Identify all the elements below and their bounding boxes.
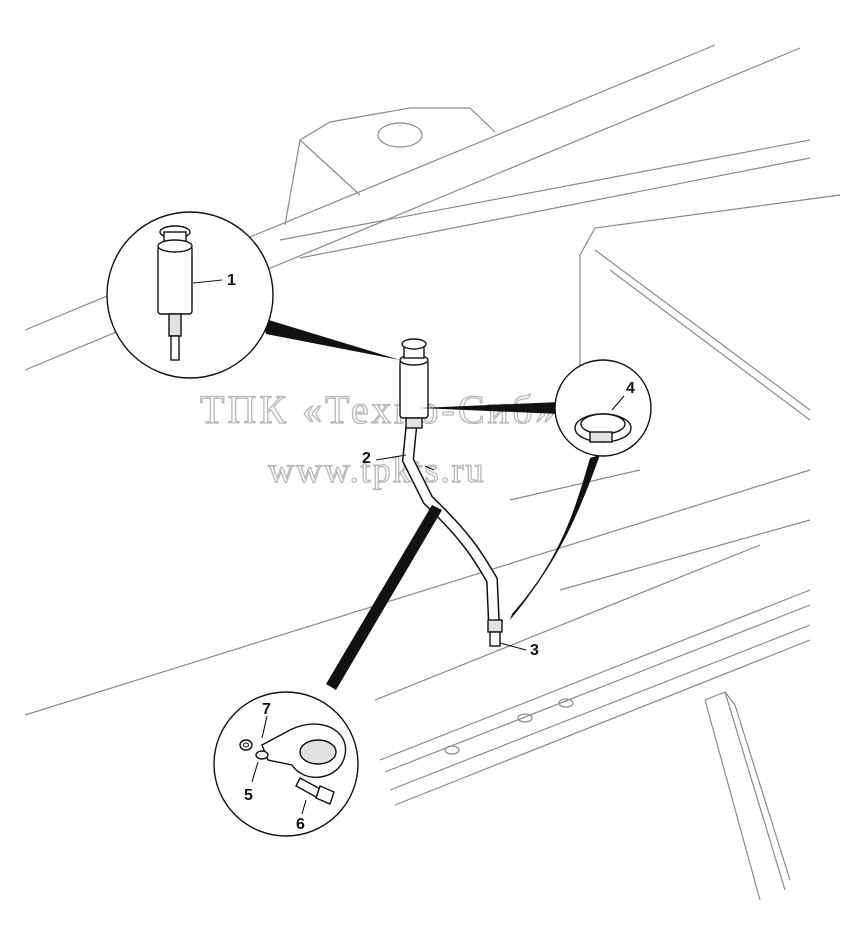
callout-3: 3 (530, 642, 539, 659)
callout-4: 4 (626, 380, 635, 397)
callout-7: 7 (262, 701, 271, 718)
hose-clamp-drawing (574, 413, 632, 443)
washer-drawing (239, 739, 253, 751)
callout-1: 1 (227, 272, 236, 289)
p-clip-drawing (255, 723, 347, 779)
callout-5: 5 (244, 787, 253, 804)
callout-2: 2 (362, 450, 371, 467)
breather-filter (399, 338, 429, 429)
detail-bubble-filter: 1 (106, 211, 400, 379)
callout-6: 6 (296, 816, 305, 833)
watermark-url: www.tpkts.ru (268, 450, 486, 490)
filter-detail-drawing (157, 225, 193, 361)
breather-assembly (399, 338, 503, 647)
tube-end-fitting (487, 619, 503, 647)
detail-bubble-pclip: 7 5 6 (213, 505, 442, 837)
bolt-drawing (295, 777, 335, 805)
detail-bubble-hose-clamp: 4 (420, 359, 652, 620)
vehicle-frame (24, 44, 841, 901)
watermark: ТПК «Техно-Сиб» www.tpkts.ru (199, 386, 556, 490)
